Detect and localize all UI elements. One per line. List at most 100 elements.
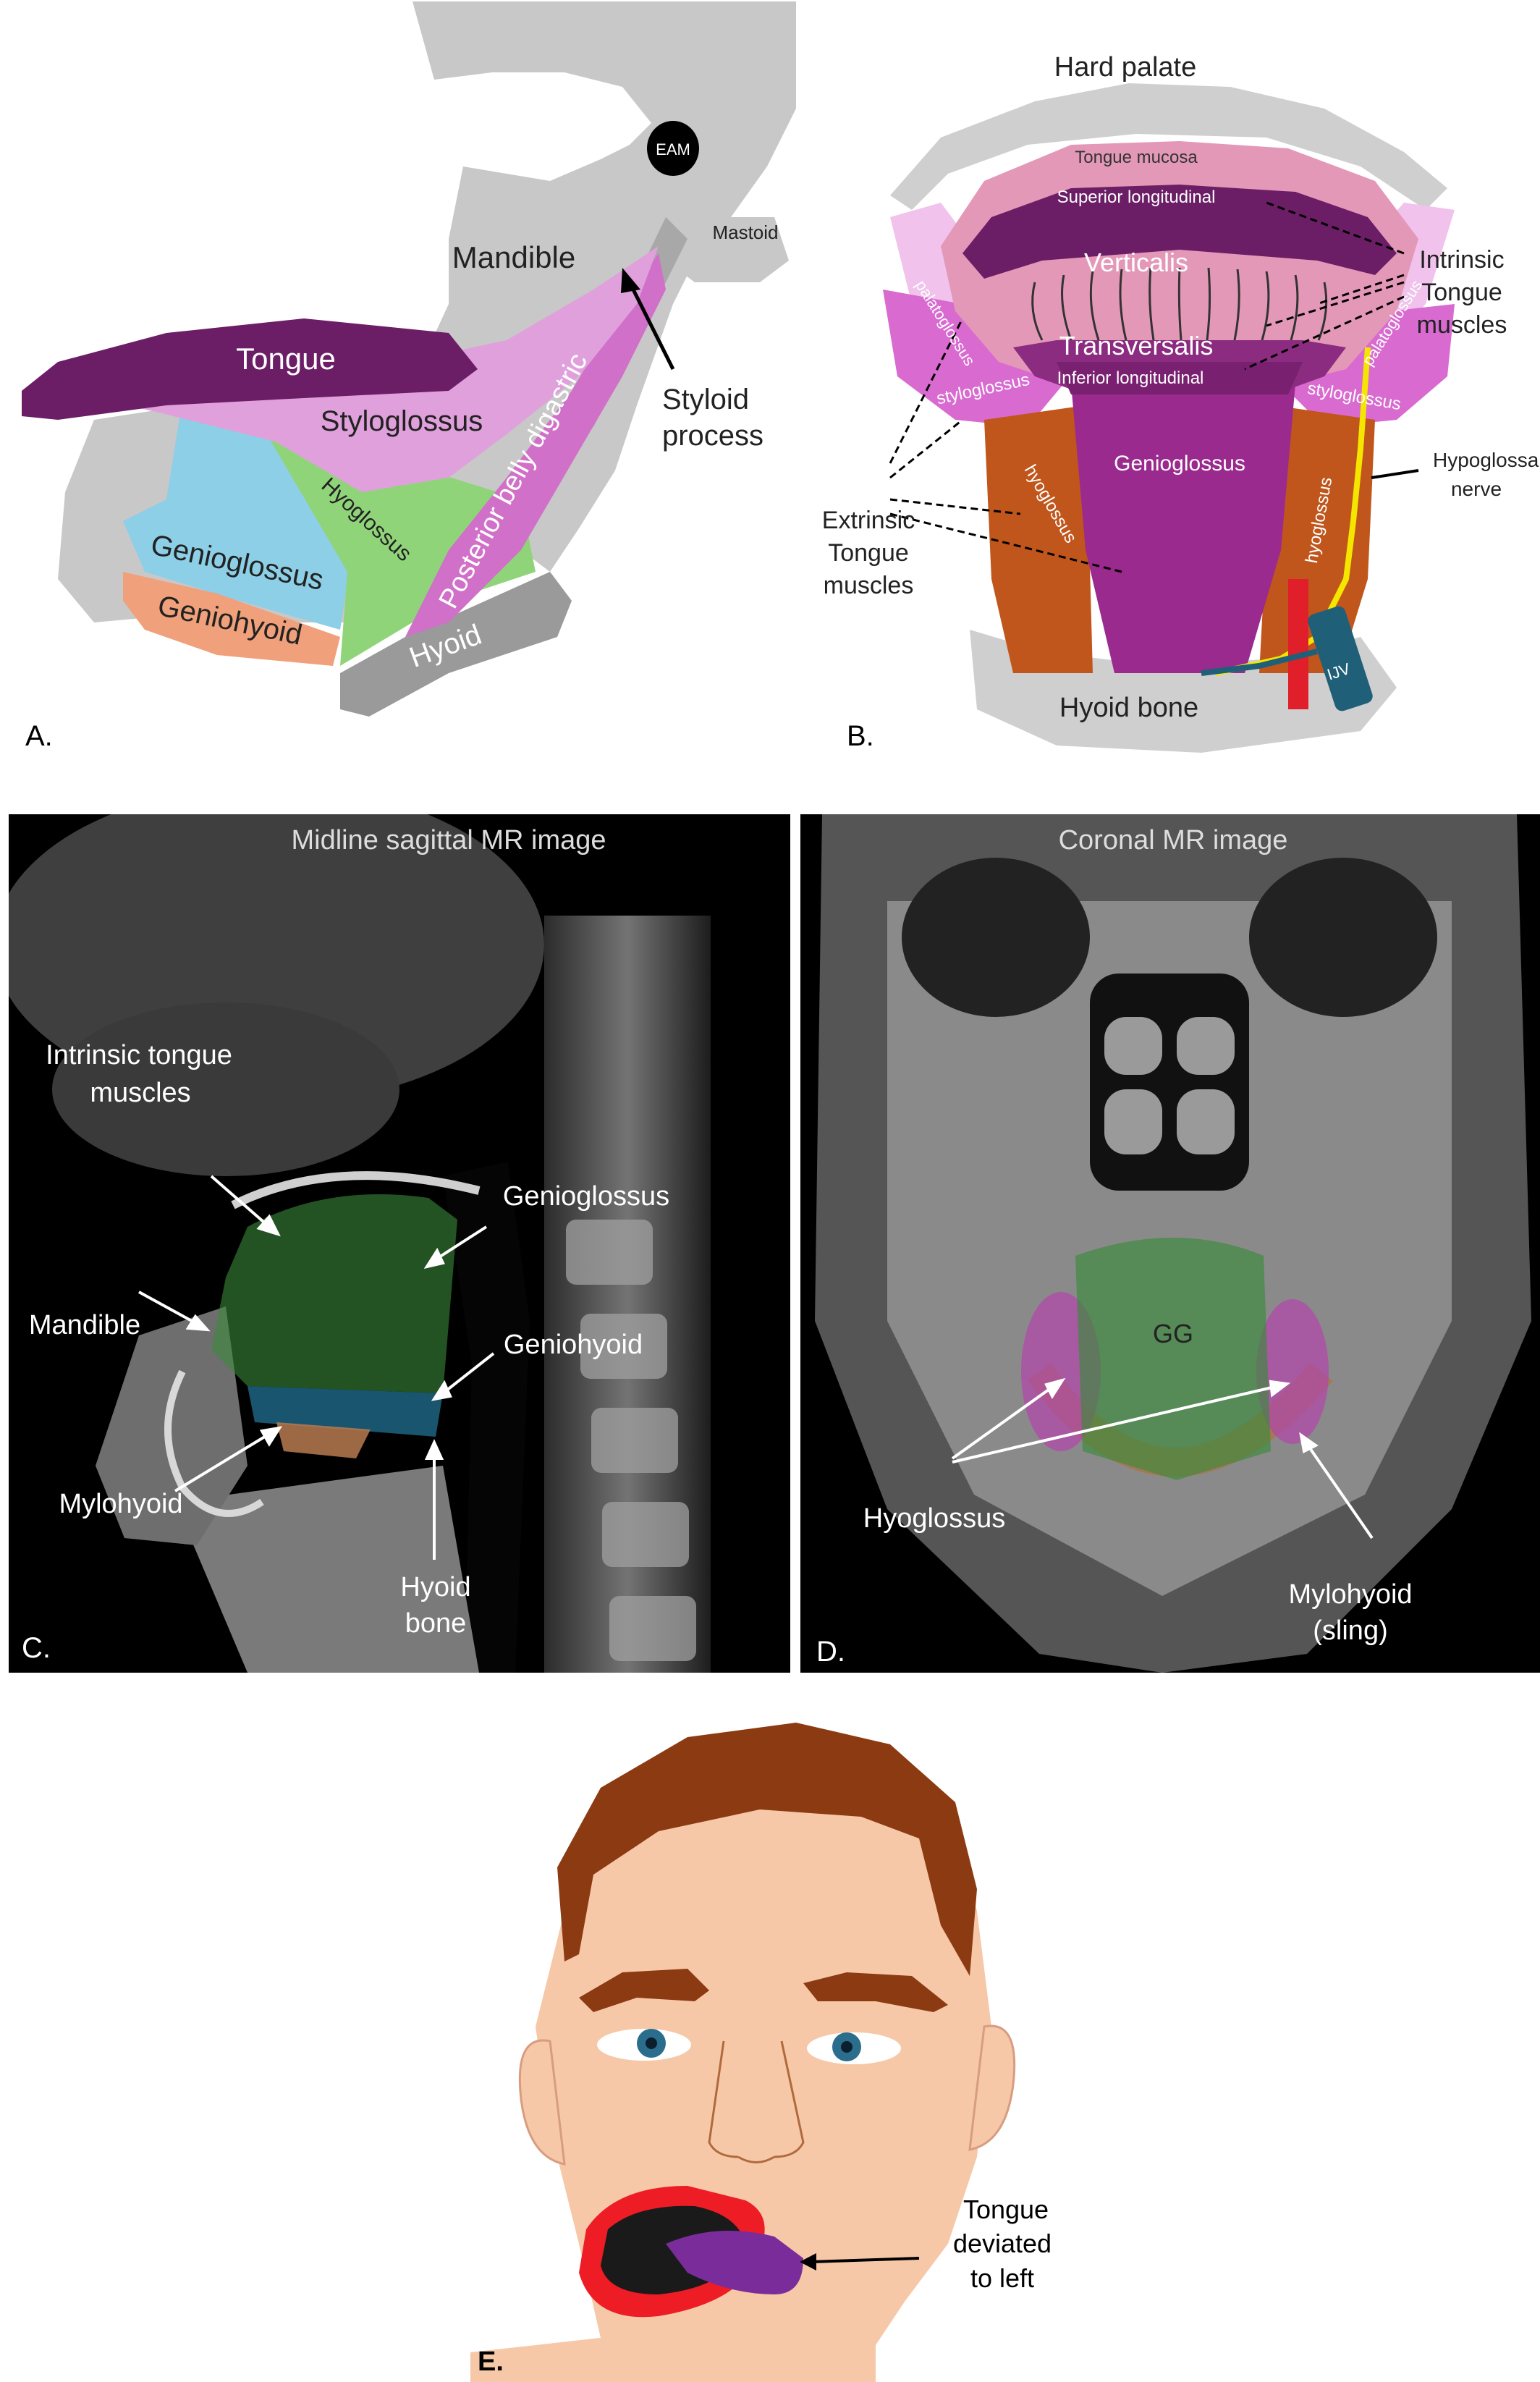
hard-palate-shape <box>890 83 1447 210</box>
hyoid-shape <box>340 572 572 717</box>
verticalis-label: Verticalis <box>1084 248 1188 277</box>
styloglossus-left-shape <box>883 290 1064 427</box>
airway <box>443 1162 530 1673</box>
panel-a: EAM Mastoid Mandible Tongue Styloglossus… <box>0 0 796 767</box>
hyoid-label-1: Hyoid <box>400 1572 470 1602</box>
intrinsic-label-1: Intrinsic <box>1419 246 1504 274</box>
tongue-deviated-label-2: deviated <box>953 2229 1052 2258</box>
panel-a-diagram: EAM Mastoid Mandible Tongue Styloglossus… <box>22 1 796 752</box>
tongue-arrowhead <box>800 2253 816 2271</box>
geniohyoid-shape <box>123 572 340 666</box>
panel-d-arrows <box>951 1377 1374 1540</box>
panel-a-letter: A. <box>25 720 53 752</box>
intrinsic-arrows <box>1244 201 1405 371</box>
neck-tissue <box>175 1466 479 1673</box>
genioglossus-shape <box>123 409 355 630</box>
right-ear <box>968 2024 1016 2151</box>
tongue-arrow <box>810 2257 920 2263</box>
tongue-label: Tongue <box>236 342 336 376</box>
superior-longitudinal-shape <box>962 185 1397 279</box>
hyoid-label-2: bone <box>405 1608 467 1639</box>
intrinsic-label-2: Tongue <box>1421 279 1502 306</box>
palate-line <box>231 1171 481 1209</box>
hypoglossal-label-1: Hypoglossal <box>1433 449 1540 471</box>
hair-shape <box>557 1723 977 1976</box>
intrinsic-label-3: muscles <box>1417 311 1507 339</box>
right-eyebrow <box>803 1972 948 2012</box>
panel-c-arrows <box>138 1175 495 1560</box>
tongue-deviated-label-1: Tongue <box>963 2195 1049 2224</box>
extrinsic-label-2: Tongue <box>828 539 909 567</box>
mylohyoid-overlay <box>276 1422 371 1458</box>
right-orbit <box>1249 858 1437 1017</box>
extrinsic-label-1: Extrinsic <box>822 507 915 534</box>
panel-e-illustration: Tongue deviated to left E. <box>470 1723 1052 2382</box>
tongue-deviated-label-3: to left <box>970 2263 1034 2293</box>
genioglossus-shape <box>1071 384 1295 673</box>
extrinsic-arrows <box>889 318 1122 573</box>
right-eye-pupil <box>841 2041 852 2053</box>
styloid-label-1: Styloid <box>662 384 749 415</box>
mylohyoid-label-1: Mylohyoid <box>1288 1579 1412 1610</box>
eam-shape <box>647 121 699 176</box>
hyoglossus-shape <box>261 423 536 666</box>
left-eyebrow <box>579 1969 709 2012</box>
transversalis-label: Transversalis <box>1059 331 1214 360</box>
panel-d-mri: Coronal MR image GG Hyoglossus Mylohyoid… <box>815 814 1531 1673</box>
styloid-label-2: process <box>662 420 763 452</box>
gg-label: GG <box>1153 1319 1193 1348</box>
styloid-arrowhead <box>621 268 640 293</box>
tongue-shape <box>22 318 478 420</box>
hyoglossus-label: Hyoglossus <box>863 1503 1005 1534</box>
hypoglossal-arrow <box>1371 469 1419 479</box>
hypoglossal-label-2: nerve <box>1451 478 1502 500</box>
left-orbit <box>902 858 1090 1017</box>
tongue-mucosa-label: Tongue mucosa <box>1075 148 1198 167</box>
mandible-label: Mandible <box>29 1310 140 1340</box>
eam-label: EAM <box>656 140 690 159</box>
left-ear <box>518 2039 566 2166</box>
extrinsic-label-3: muscles <box>824 572 914 599</box>
hyoid-bone-label: Hyoid bone <box>1059 693 1198 723</box>
artery-shape <box>1288 579 1308 709</box>
mylohyoid-label: Mylohyoid <box>59 1489 182 1519</box>
ijv-shape <box>1308 606 1373 711</box>
genioglossus-label: Genioglossus <box>1114 452 1245 476</box>
hyoglossus-left-shape <box>984 405 1093 673</box>
panel-e-letter: E. <box>478 2347 504 2377</box>
genioglossus-label: Genioglossus <box>503 1181 669 1212</box>
intrinsic-tongue-overlay <box>211 1194 457 1393</box>
panel-b: Hard palate Tongue mucosa Superior longi… <box>796 0 1540 767</box>
panel-b-letter: B. <box>847 720 874 752</box>
styloglossus-right-shape <box>1288 304 1455 427</box>
inferior-longitudinal-label: Inferior longitudinal <box>1057 368 1204 388</box>
mastoid-label: Mastoid <box>712 221 778 243</box>
mastoid-shape <box>651 217 789 282</box>
panel-c: Midline sagittal MR image Intrinsic tong… <box>9 814 790 1673</box>
panel-b-diagram: Hard palate Tongue mucosa Superior longi… <box>822 52 1540 753</box>
panel-d-letter: D. <box>816 1636 845 1668</box>
nasal-region <box>52 1002 399 1176</box>
ijv-branch <box>1201 649 1318 676</box>
intrinsic-label-2: muscles <box>90 1078 190 1108</box>
styloglossus-label: Styloglossus <box>321 405 483 437</box>
panel-c-mri: Midline sagittal MR image Intrinsic tong… <box>9 814 711 1673</box>
vertebrae <box>566 1220 696 1661</box>
verticalis-fibres <box>1031 267 1328 341</box>
styloid-arrow <box>627 281 675 371</box>
panel-c-letter: C. <box>22 1632 51 1664</box>
hyoglossus-right-overlay <box>1256 1299 1329 1444</box>
deviated-tongue <box>666 2231 803 2294</box>
panel-c-title: Midline sagittal MR image <box>291 825 606 856</box>
nose-lines <box>708 2040 805 2163</box>
turbinates <box>1104 1017 1235 1154</box>
mylohyoid-label-2: (sling) <box>1313 1616 1387 1646</box>
left-eye-pupil <box>646 2037 657 2049</box>
hard-palate-label: Hard palate <box>1054 52 1196 83</box>
nasal-cavity <box>1090 974 1249 1191</box>
gg-overlay <box>1075 1238 1271 1480</box>
intrinsic-label-1: Intrinsic tongue <box>46 1040 232 1070</box>
panel-d-title: Coronal MR image <box>1059 825 1288 856</box>
geniohyoid-label: Geniohyoid <box>504 1330 643 1360</box>
inferior-longitudinal-shape <box>1057 362 1303 394</box>
